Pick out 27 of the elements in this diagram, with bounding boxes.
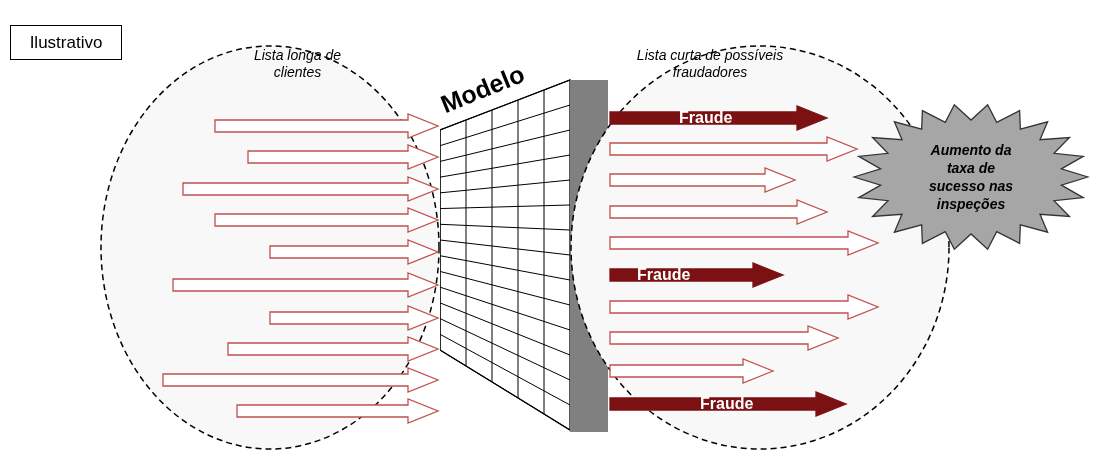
hollow-block-arrow [214,113,440,139]
hollow-block-arrow [609,199,829,225]
hollow-block-arrow [609,136,859,162]
edge-label: Fraude [637,267,691,283]
edge-label: Fraude [700,396,754,412]
hollow-block-arrow [269,305,440,331]
hollow-block-arrow [172,272,440,298]
hollow-block-arrow [609,358,775,384]
hollow-block-arrow [236,398,440,424]
hollow-block-arrow [609,294,880,320]
hollow-block-arrow [269,239,440,265]
circle-heading: Lista longa de clientes [252,47,343,81]
hollow-block-arrow [609,325,840,351]
edge-label: Fraude [679,110,733,126]
hollow-block-arrow [162,367,440,393]
hollow-block-arrow [247,144,440,170]
tag-box: Ilustrativo [10,25,122,60]
hollow-block-arrow [182,176,440,202]
filled-block-arrow [609,262,785,288]
hollow-block-arrow [227,336,440,362]
circle-heading: Lista curta de possíveis fraudadores [635,47,785,81]
hollow-block-arrow [214,207,440,233]
filled-block-arrow [609,105,829,131]
hollow-block-arrow [609,230,880,256]
hollow-block-arrow [609,167,797,193]
filled-block-arrow [609,391,848,417]
result-text: Aumento da taxa de sucesso nas inspeções [927,141,1015,213]
